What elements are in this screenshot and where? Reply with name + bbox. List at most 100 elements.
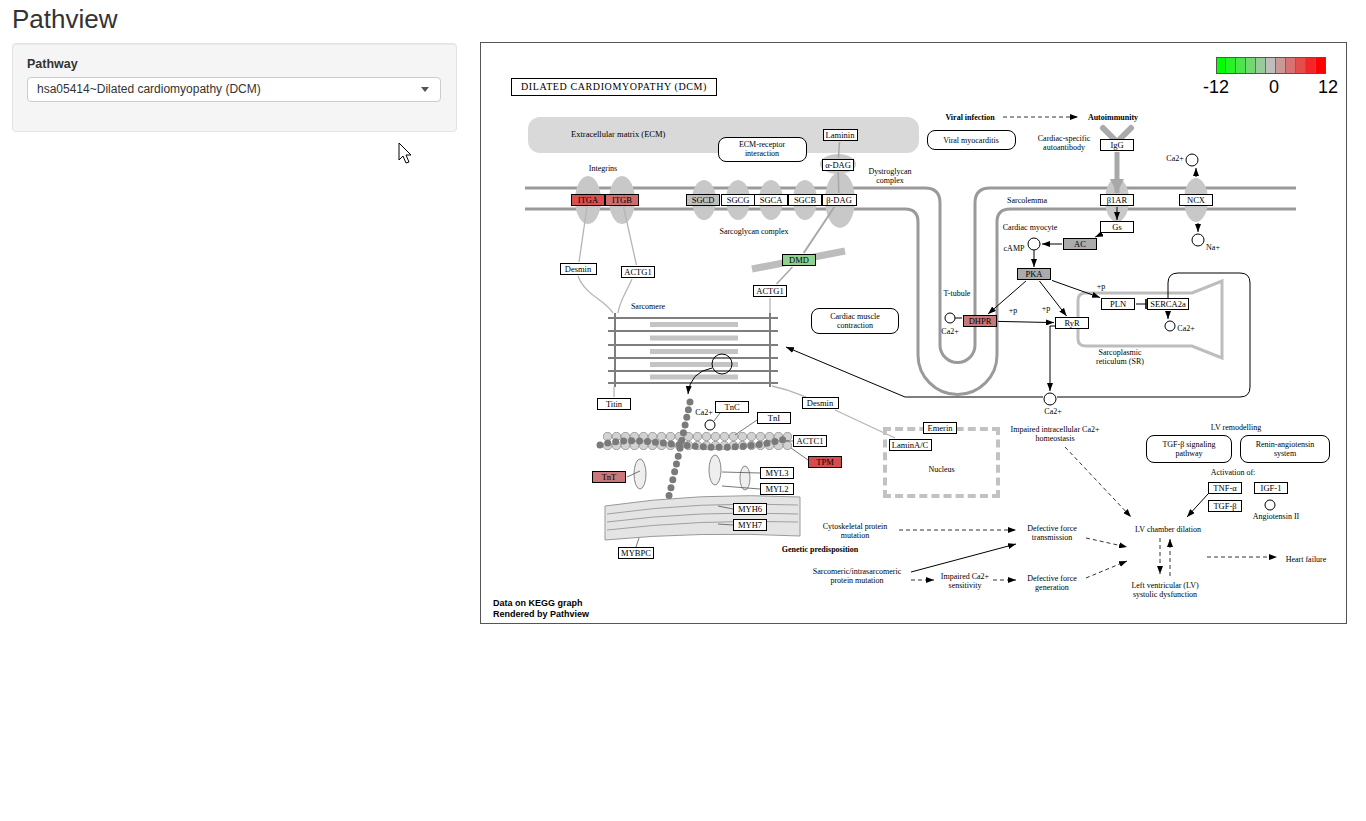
gene-box: IgG [1100,139,1134,151]
gene-box: Desmin [560,263,597,275]
connector [1052,280,1100,297]
gene-box: Desmin [802,397,839,409]
myofilament-illustration [705,420,715,430]
compound-circle [1186,154,1198,166]
compound-circle [1265,500,1275,510]
label-slot: Cardiac myocyte [1003,223,1057,232]
pathway-name: Viral myocarditis [943,136,999,145]
sarcomere [650,362,738,367]
connector [579,207,587,262]
reaction-arrow [1187,494,1208,517]
gene-name: PLN [1110,299,1126,309]
membrane-protein [726,180,750,220]
reaction-arrow [1057,273,1250,397]
gene-box: Laminin [823,129,858,141]
gene-name: DMD [789,255,809,265]
compound-circle [945,313,955,323]
legend-swatch [1216,57,1226,74]
pathway-label: +p [1042,304,1051,313]
gene-name: NCX [1187,195,1205,205]
diagram-frame: Data on KEGG graph Rendered by PathviewD… [480,42,1347,624]
cytoskeleton-line [613,387,614,397]
gene-name: ACTC1 [797,436,824,446]
gene-name: AC [1074,239,1086,249]
gene-box: MYBPC [618,547,654,559]
reaction-arrow [1196,168,1197,177]
sarcomere [608,357,778,359]
pathway-label: Cardiac myocyte [1003,223,1057,232]
cytoskeleton-line [772,386,806,397]
pathway-box: ECM-receptor interaction [718,137,807,162]
gene-name: ACTG1 [756,286,783,296]
sarcomere [608,313,778,394]
label-slot: Impaired intracellular Ca2+ homeostasis [1008,425,1103,443]
membrane-line [525,209,1296,395]
sarcomere [614,313,616,387]
label-slot: Autoimmunity [1088,113,1138,122]
gene-name: MYH7 [738,520,762,530]
myofilament-illustration [634,459,646,489]
pathway-label: Sarcomeric/intrasarcomeric protein mutat… [802,567,912,585]
pathway-label: Impaired Ca2+ sensitivity [938,572,993,590]
label-slot: Defective force generation [1020,574,1085,592]
legend-slot: -12 [1203,77,1229,97]
label-slot: Impaired Ca2+ sensitivity [938,572,993,590]
gene-box: SERCA2a [1147,298,1189,310]
pathway-box: Cardiac muscle contraction [811,308,899,334]
pathway-label: Ca2+ [1177,324,1194,333]
gene-box: TnC [715,401,749,413]
pathway-label: Dystroglycan complex [863,167,918,185]
pathway-label: Defective force transmission [1020,524,1085,542]
gene-name: LaminA/C [892,440,928,450]
myofilament-illustration [607,521,798,530]
gene-name: SGCG [727,195,750,205]
connector [777,267,793,284]
pathway-name: Cardiac muscle contraction [819,312,891,330]
connector [837,172,839,193]
connector [838,142,839,158]
dashed-arrow [1065,447,1131,517]
gene-box: TPM [808,456,842,468]
label-slot: Viral infection [945,113,994,122]
pathway-label: Heart failure [1286,555,1327,564]
nucleus-region: NucleusEmerinLaminA/C [883,427,1000,498]
scale-cell [1296,57,1306,74]
scale-cell [1236,57,1246,74]
label-slot: Sarcomere [631,302,665,311]
scale-cell [1226,57,1236,74]
mouse-pointer [399,143,411,163]
pathway-label: Defective force generation [1020,574,1085,592]
myofilament-illustration [709,455,721,485]
dashed-arrow [911,580,934,581]
cytoskeleton-line [618,279,632,313]
gene-name: PKA [1025,269,1042,279]
scale-cell [1256,57,1266,74]
membrane-protein [1184,178,1208,222]
dashed-arrow [1086,561,1127,578]
label-slot: Angiotensin II [1253,512,1299,521]
connector [988,281,1026,314]
pathway-box: Renin-angiotensin system [1240,435,1330,463]
compound-circle [1044,393,1056,405]
diagram-title: DILATED CARDIOMYOPATHY (DCM) [521,81,707,93]
connector [1039,281,1066,316]
label-slot: Defective force transmission [1020,524,1085,542]
gene-box: ACTG1 [753,285,787,297]
connector [624,207,637,265]
pathway-label: Genetic predisposition [782,545,859,554]
gene-name: ITGA [578,195,598,205]
connector [1117,207,1118,220]
pathway-label: LV remodelling [1211,423,1261,432]
scale-cell [1276,57,1286,74]
gene-name: TNF-α [1213,483,1236,493]
sarcomere [712,354,732,374]
reaction-arrow [1050,326,1055,391]
gene-name: ACTG1 [624,267,651,277]
gene-name: TPM [816,457,833,467]
pathway-label: Sarcoplasmic reticulum (SR) [1085,348,1155,366]
gene-box: Emerin [923,422,957,434]
gene-name: MYL2 [765,484,788,494]
compound-circle [945,154,1275,510]
myofilament-illustration [607,504,798,514]
gene-name: SGCB [794,195,816,205]
